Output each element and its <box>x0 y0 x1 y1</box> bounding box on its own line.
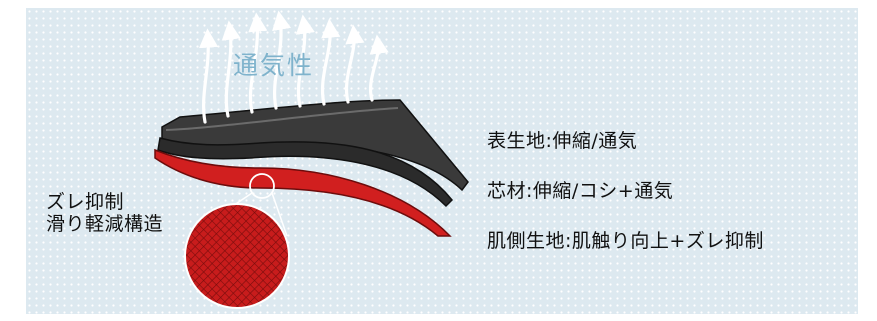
breathability-label: 通気性 <box>233 51 315 80</box>
core-material-label: 芯材:伸縮/コシ+通気 <box>487 180 674 202</box>
airflow-arrows <box>199 10 389 124</box>
mesh-texture <box>185 204 289 308</box>
zoom-origin-circle <box>249 173 275 199</box>
layer-edge-highlight <box>165 107 399 131</box>
zoom-line-right <box>271 192 288 237</box>
magnified-mesh-circle <box>184 203 290 309</box>
skin-side-layer <box>154 148 452 237</box>
outer-fabric-label: 表生地:伸縮/通気 <box>487 130 638 152</box>
core-material-layer <box>157 137 454 208</box>
callout-line-2: 滑り軽減構造 <box>46 213 164 235</box>
callout-line-1: ズレ抑制 <box>46 191 125 213</box>
skin-side-label: 肌側生地:肌触り向上+ズレ抑制 <box>487 230 764 252</box>
